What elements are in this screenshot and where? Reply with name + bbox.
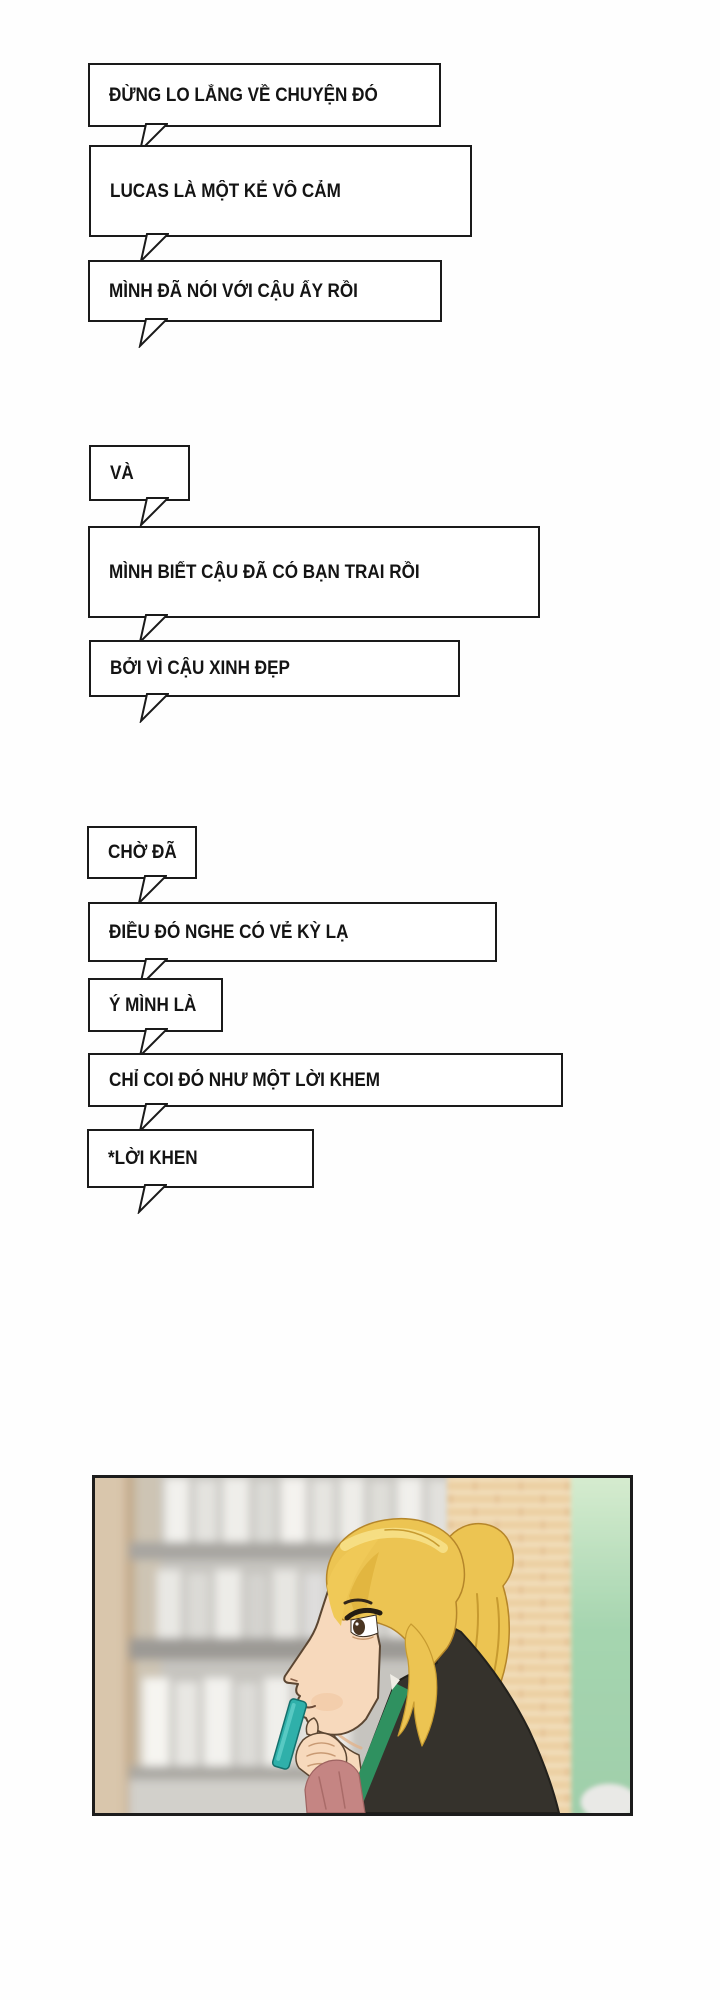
bubble-tail-icon <box>137 1184 167 1214</box>
speech-bubble-text: LUCAS LÀ MỘT KẺ VÔ CẢM <box>110 180 341 202</box>
bubble-tail-icon <box>138 123 168 153</box>
speech-bubble-4: VÀ <box>89 445 190 527</box>
bubble-tail-icon <box>137 875 167 905</box>
shirt-collar <box>390 1674 400 1690</box>
phone <box>271 1698 308 1770</box>
speech-bubble-text: CHỈ COI ĐÓ NHƯ MỘT LỜI KHEM <box>109 1069 381 1091</box>
bubble-tail-icon <box>139 693 169 723</box>
bubble-tail-icon <box>139 497 169 527</box>
speech-bubble-text: *LỜI KHEN <box>108 1148 198 1169</box>
speech-bubble-7: CHỜ ĐÃ <box>87 826 197 905</box>
girl-figure <box>271 1518 560 1813</box>
speech-bubble-text: VÀ <box>110 462 134 484</box>
bubble-tail-icon <box>138 614 168 644</box>
nostril <box>290 1678 298 1682</box>
eye <box>343 1598 383 1640</box>
speech-bubble-5: MÌNH BIẾT CẬU ĐÃ CÓ BẠN TRAI RỒI <box>88 526 540 644</box>
speech-bubble-text: Ý MÌNH LÀ <box>109 994 197 1016</box>
speech-bubble-text: CHỜ ĐÃ <box>108 842 177 863</box>
speech-bubble-6: BỞI VÌ CẬU XINH ĐẸP <box>89 640 460 723</box>
comic-panel-illustration <box>92 1475 633 1816</box>
bubble-tail-icon <box>138 318 168 348</box>
speech-bubble-9: Ý MÌNH LÀ <box>88 978 223 1058</box>
speech-bubble-text: MÌNH ĐÃ NÓI VỚI CẬU ẤY RỒI <box>109 280 358 302</box>
speech-bubble-2: LUCAS LÀ MỘT KẺ VÔ CẢM <box>89 145 472 263</box>
panel-art <box>95 1478 630 1813</box>
bubble-tail-icon <box>139 233 169 263</box>
speech-bubble-8: ĐIỀU ĐÓ NGHE CÓ VẺ KỲ LẠ <box>88 902 497 988</box>
bubble-tail-icon <box>138 1028 168 1058</box>
speech-bubble-text: ĐỪNG LO LẮNG VỀ CHUYỆN ĐÓ <box>109 84 378 106</box>
head-hair <box>325 1518 466 1675</box>
front-hair-strand <box>397 1623 438 1747</box>
speech-bubble-text: MÌNH BIẾT CẬU ĐÃ CÓ BẠN TRAI RỒI <box>109 561 420 583</box>
speech-bubble-text: BỞI VÌ CẬU XINH ĐẸP <box>110 658 290 679</box>
speech-bubble-text: ĐIỀU ĐÓ NGHE CÓ VẺ KỲ LẠ <box>109 921 349 943</box>
cheek-shading <box>311 1693 343 1711</box>
speech-bubble-10: CHỈ COI ĐÓ NHƯ MỘT LỜI KHEM <box>88 1053 563 1133</box>
speech-bubble-1: ĐỪNG LO LẮNG VỀ CHUYỆN ĐÓ <box>88 63 441 153</box>
bubble-tail-icon <box>138 1103 168 1133</box>
pink-sleeve <box>304 1759 366 1813</box>
speech-bubble-3: MÌNH ĐÃ NÓI VỚI CẬU ẤY RỒI <box>88 260 442 348</box>
speech-bubble-11: *LỜI KHEN <box>87 1129 314 1214</box>
